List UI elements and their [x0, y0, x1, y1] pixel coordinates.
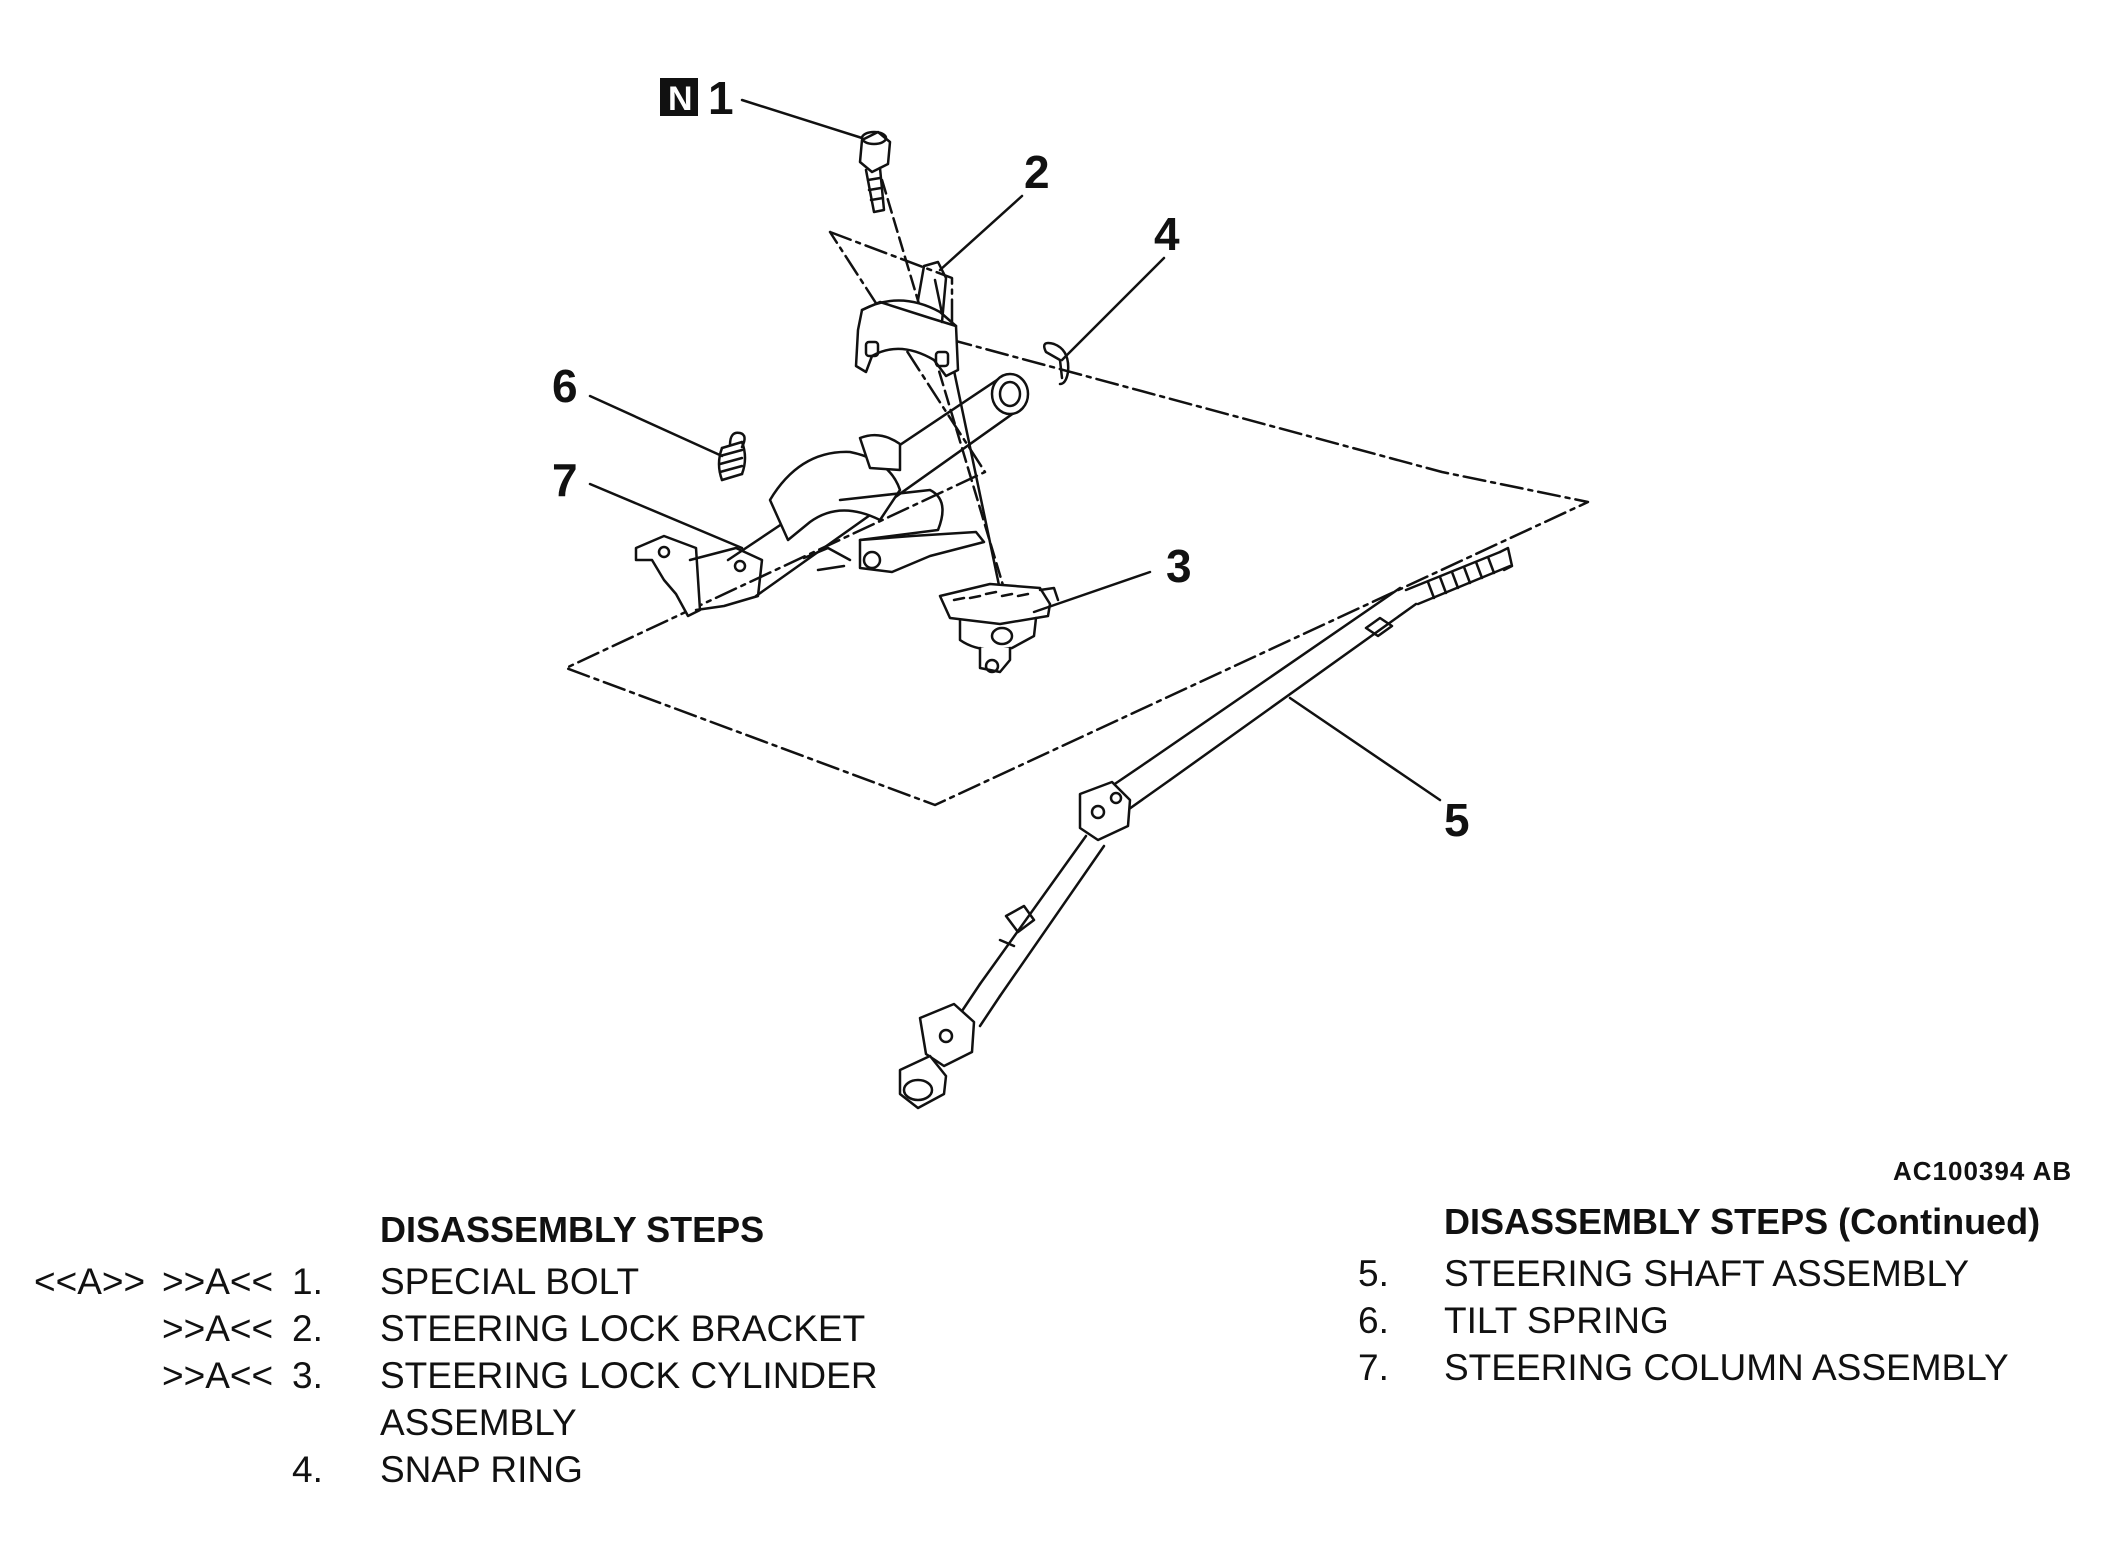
callout-1: 1: [708, 72, 734, 124]
leader-line-7: [588, 482, 744, 550]
step-number: 3.: [292, 1355, 323, 1396]
disassembly-steps-right: DISASSEMBLY STEPS (Continued) 5. STEERIN…: [1340, 1198, 2120, 1391]
callout-6: 6: [552, 360, 578, 412]
leader-line-4: [1060, 256, 1166, 362]
step-item: 7. STEERING COLUMN ASSEMBLY: [1340, 1344, 2120, 1391]
step-item: >>A<< 2. STEERING LOCK BRACKET: [0, 1305, 960, 1352]
tilt-spring-part: [717, 431, 747, 482]
leader-line-5: [1288, 696, 1442, 802]
steering-lock-cylinder-part: [938, 582, 1060, 674]
special-bolt-part: [858, 130, 892, 214]
step-number: 5.: [1358, 1253, 1389, 1294]
leader-line-2: [938, 194, 1024, 272]
new-part-badge: [660, 78, 698, 116]
step-text: SPECIAL BOLT: [380, 1261, 640, 1302]
steering-lock-bracket-part: [854, 260, 960, 378]
step-number: 1.: [292, 1261, 323, 1302]
step-number: 4.: [292, 1449, 323, 1490]
callout-3: 3: [1166, 540, 1192, 592]
new-part-badge-letter: N: [668, 80, 693, 118]
steering-column-part: [634, 372, 1030, 618]
step-text: STEERING LOCK BRACKET: [380, 1308, 866, 1349]
step-text: STEERING COLUMN ASSEMBLY: [1444, 1347, 2009, 1388]
leader-line-1: [740, 98, 864, 140]
callout-5: 5: [1444, 794, 1470, 846]
step-number: 2.: [292, 1308, 323, 1349]
steps-heading-continued: DISASSEMBLY STEPS (Continued): [1444, 1201, 2041, 1242]
step-item: <<A>> >>A<< 1. SPECIAL BOLT: [0, 1258, 960, 1305]
step-number: 7.: [1358, 1347, 1389, 1388]
step-text: STEERING SHAFT ASSEMBLY: [1444, 1253, 1969, 1294]
steering-shaft-part: [898, 546, 1514, 1110]
step-item: 5. STEERING SHAFT ASSEMBLY: [1340, 1250, 2120, 1297]
callout-4: 4: [1154, 208, 1180, 260]
step-item: >>A<< 3. STEERING LOCK CYLINDER: [0, 1352, 960, 1399]
step-item: 6. TILT SPRING: [1340, 1297, 2120, 1344]
leader-line-3: [1032, 570, 1152, 614]
step-number: 6.: [1358, 1300, 1389, 1341]
removal-service-point: <<A>>: [34, 1261, 146, 1302]
step-text: STEERING LOCK CYLINDER: [380, 1355, 878, 1396]
step-text: TILT SPRING: [1444, 1300, 1669, 1341]
step-item: 4. SNAP RING: [0, 1446, 960, 1493]
disassembly-steps-left: DISASSEMBLY STEPS <<A>> >>A<< 1. SPECIAL…: [0, 1206, 960, 1493]
leader-line-6: [588, 394, 724, 458]
step-text: SNAP RING: [380, 1449, 583, 1490]
step-item-continuation: ASSEMBLY: [0, 1399, 960, 1446]
step-text: ASSEMBLY: [380, 1402, 577, 1443]
steps-heading: DISASSEMBLY STEPS: [380, 1209, 765, 1250]
figure-reference-code: AC100394 AB: [1893, 1156, 2073, 1186]
install-service-point: >>A<<: [162, 1355, 274, 1396]
phantom-outline-column: [564, 230, 1590, 807]
snap-ring-part: [1043, 341, 1070, 386]
callout-2: 2: [1024, 146, 1050, 198]
install-service-point: >>A<<: [162, 1308, 274, 1349]
guide-line: [880, 178, 1007, 594]
callout-7: 7: [552, 454, 578, 506]
install-service-point: >>A<<: [162, 1261, 274, 1302]
